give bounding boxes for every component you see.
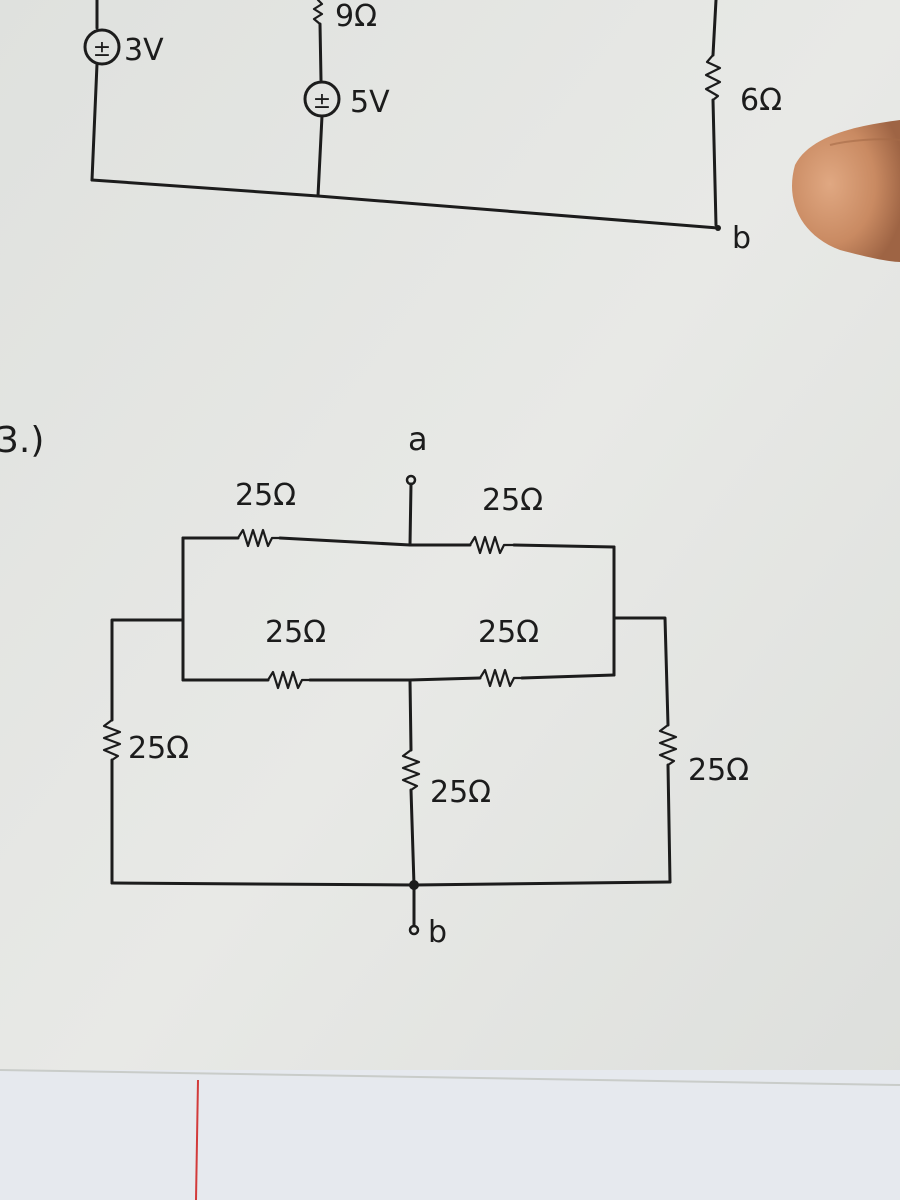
problem-3-circuit: 3.) a 25Ω 25Ω 25Ω 25Ω 25Ω 25Ω <box>0 420 749 950</box>
resistor-6-ohm <box>704 53 722 102</box>
lower-page <box>0 1070 900 1200</box>
node-b-label: b <box>428 915 447 950</box>
voltage-source-3v <box>83 28 121 66</box>
resistor-center-vertical <box>401 748 421 792</box>
label-right-vertical: 25Ω <box>688 753 749 788</box>
source-5v-symbol: ± <box>313 89 331 114</box>
label-left-vertical: 25Ω <box>128 731 189 766</box>
problem-number: 3.) <box>0 420 44 461</box>
source-5v-label: 5V <box>350 85 390 120</box>
label-center-vertical: 25Ω <box>430 775 491 810</box>
resistor-top-right <box>468 535 516 555</box>
resistor-6-label: 6Ω <box>740 83 782 118</box>
label-top-left: 25Ω <box>235 478 296 513</box>
source-3v-label: 3V <box>124 33 164 68</box>
resistor-9-label: 9Ω <box>335 0 377 34</box>
node-b-top <box>715 225 721 231</box>
margin-line <box>195 1079 199 1200</box>
resistor-mid-right <box>478 668 524 688</box>
node-a-label: a <box>408 420 428 458</box>
label-top-right: 25Ω <box>482 483 543 518</box>
node-b-terminal <box>408 924 420 936</box>
finger <box>792 120 900 262</box>
resistor-right-vertical <box>658 723 678 767</box>
resistor-top-left <box>236 528 282 548</box>
label-mid-left: 25Ω <box>265 615 326 650</box>
label-mid-right: 25Ω <box>478 615 539 650</box>
top-circuit: ± 3V 9Ω ± 5V 6Ω b <box>83 0 782 256</box>
lower-page-edge <box>0 1069 900 1086</box>
resistor-9-ohm <box>312 0 324 26</box>
resistor-mid-left <box>266 670 312 690</box>
resistor-left-vertical <box>102 718 122 762</box>
source-3v-symbol: ± <box>93 37 111 62</box>
node-b-top-label: b <box>732 221 751 256</box>
